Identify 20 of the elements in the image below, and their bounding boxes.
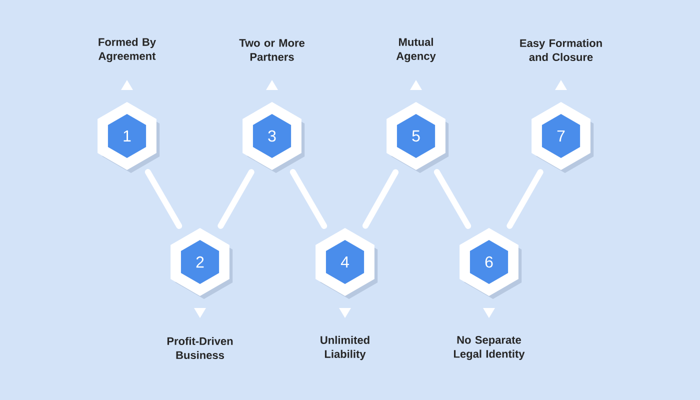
connector-line [218, 169, 254, 229]
step-label: Profit-Driven Business [167, 336, 233, 360]
step-label: No Separate Legal Identity [454, 336, 525, 360]
step-label: Easy Formation and Closure [520, 38, 602, 62]
step-label: Two or More Partners [239, 39, 305, 61]
hexagon-badge: 2 [170, 228, 230, 296]
hexagon-badge: 5 [386, 102, 446, 170]
hexagon-badge: 4 [316, 228, 374, 296]
connector-line [362, 169, 399, 229]
hexagon-badge: 6 [460, 228, 518, 296]
hexagon-badge: 3 [242, 102, 302, 170]
hexagon-badge: 7 [532, 102, 590, 170]
connector-line [434, 169, 472, 229]
step-label: Mutual Agency [396, 38, 436, 62]
connector-line [506, 169, 544, 229]
connector-line [290, 169, 328, 229]
step-label: Unlimited Liability [320, 336, 370, 360]
connector-line [144, 169, 182, 229]
step-label: Formed By Agreement [98, 38, 156, 62]
hexagon-badge: 1 [98, 102, 156, 170]
